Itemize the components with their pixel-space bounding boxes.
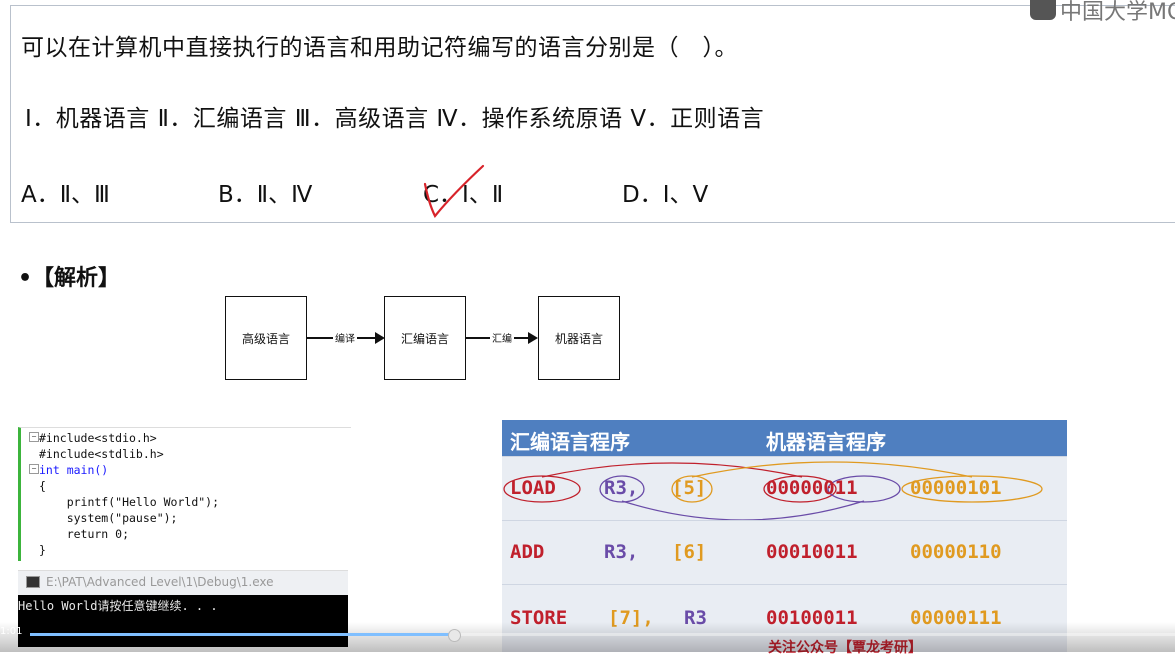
table-row: ADD R3, [6] 00010011 00000110 xyxy=(502,520,1067,585)
row2-reg: R3, xyxy=(604,541,639,563)
console-output-window: Hello World请按任意键继续. . . xyxy=(18,595,348,647)
row2-bin1: 00010011 xyxy=(766,541,858,563)
row3-bin1: 00100011 xyxy=(766,607,858,629)
fold-minus-icon: − xyxy=(29,464,39,474)
code-line-4: { xyxy=(39,479,46,493)
table-row: STORE [7], R3 00100011 00000111 xyxy=(502,584,1067,652)
code-line-2: #include<stdlib.h> xyxy=(39,447,164,461)
logo-text: 中国大学MO xyxy=(1060,0,1175,22)
row2-op: ADD xyxy=(510,541,545,563)
progress-fill xyxy=(30,633,454,636)
row3-op: STORE xyxy=(510,607,568,629)
code-line-5: printf("Hello World"); xyxy=(39,495,220,509)
arrowhead-icon xyxy=(528,332,538,344)
progress-thumb[interactable] xyxy=(447,629,461,642)
console-title: E:\PAT\Advanced Level\1\Debug\1.exe xyxy=(46,575,274,589)
code-line-7: return 0; xyxy=(39,527,130,541)
option-a: A．Ⅱ、Ⅲ xyxy=(21,182,110,208)
flow-box-high-level: 高级语言 xyxy=(225,296,307,380)
code-line-1: #include<stdio.h> xyxy=(39,431,157,445)
header-machine: 机器语言程序 xyxy=(766,430,886,454)
flow-label-assemble: 汇编 xyxy=(490,330,514,345)
console-title-bar: E:\PAT\Advanced Level\1\Debug\1.exe xyxy=(18,570,348,595)
mooc-logo: 中国大学MO xyxy=(1030,0,1175,22)
table-row: LOAD R3, [5] 00000011 00000101 xyxy=(502,456,1067,521)
option-d: D．Ⅰ、Ⅴ xyxy=(622,182,709,208)
program-table: 汇编语言程序 机器语言程序 LOAD R3, [5] 00000011 0000… xyxy=(502,420,1067,652)
arrowhead-icon xyxy=(375,332,385,344)
checkmark-icon xyxy=(423,164,485,219)
question-items: Ⅰ．机器语言 Ⅱ．汇编语言 Ⅲ．高级语言 Ⅳ．操作系统原语 Ⅴ．正则语言 xyxy=(25,106,765,132)
row3-mem: R3 xyxy=(684,607,707,629)
console-output: Hello World请按任意键继续. . . xyxy=(18,599,218,613)
row2-mem: [6] xyxy=(672,541,707,563)
row1-bin2: 00000101 xyxy=(910,477,1002,499)
console-window-icon xyxy=(26,576,40,588)
flow-box-assembly: 汇编语言 xyxy=(384,296,466,380)
code-line-8: } xyxy=(39,543,46,557)
video-controls: 1:01 xyxy=(0,622,1175,652)
header-assembly: 汇编语言程序 xyxy=(510,430,630,454)
table-header: 汇编语言程序 机器语言程序 xyxy=(502,420,1067,456)
row2-bin2: 00000110 xyxy=(910,541,1002,563)
row1-bin1: 00000011 xyxy=(766,477,858,499)
code-line-3: int main() xyxy=(39,463,109,477)
question-box: 可以在计算机中直接执行的语言和用助记符编写的语言分别是（ ）。 Ⅰ．机器语言 Ⅱ… xyxy=(10,5,1175,223)
progress-bar[interactable] xyxy=(30,629,1175,642)
row3-bin2: 00000111 xyxy=(910,607,1002,629)
option-b: B．Ⅱ、Ⅳ xyxy=(218,182,313,208)
flow-box-machine: 机器语言 xyxy=(538,296,620,380)
analysis-label: •【解析】 xyxy=(18,266,121,291)
row1-mem: [5] xyxy=(672,477,707,499)
code-editor: − − #include<stdio.h> #include<stdlib.h>… xyxy=(18,427,351,561)
code-line-6: system("pause"); xyxy=(39,511,178,525)
logo-mark-icon xyxy=(1030,0,1056,20)
row1-reg: R3, xyxy=(604,477,639,499)
question-title: 可以在计算机中直接执行的语言和用助记符编写的语言分别是（ ）。 xyxy=(21,35,738,61)
flow-label-compile: 编译 xyxy=(333,330,357,345)
time-readout: 1:01 xyxy=(0,626,23,637)
row1-op: LOAD xyxy=(510,477,556,499)
fold-minus-icon: − xyxy=(29,432,39,442)
row3-reg: [7], xyxy=(608,607,654,629)
